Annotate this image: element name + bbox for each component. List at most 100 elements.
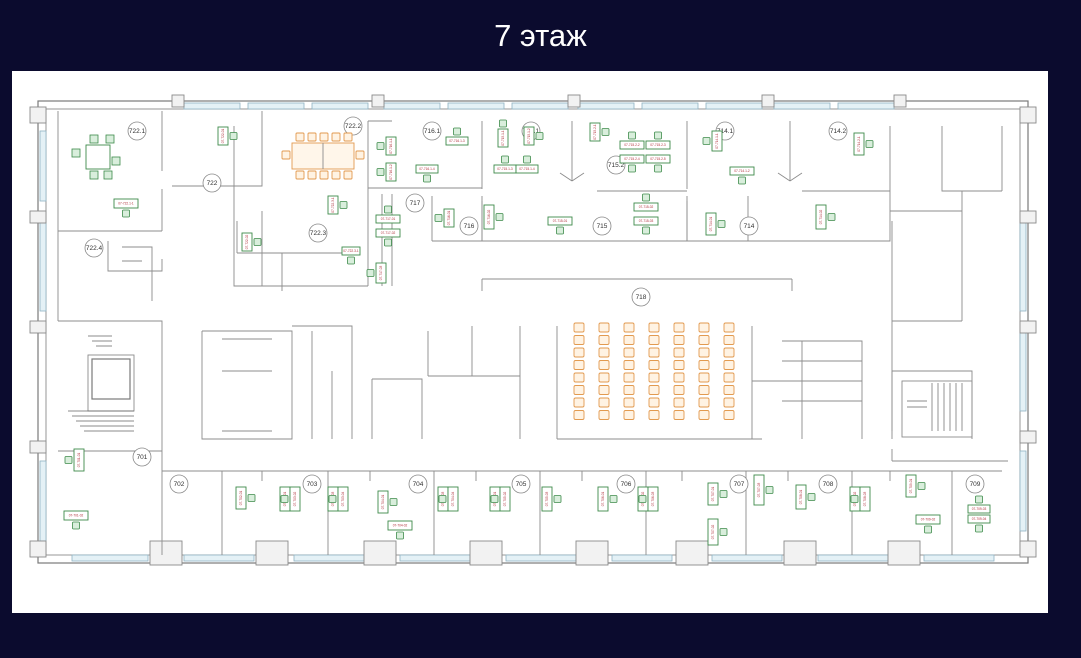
- workstation-07-722.3-1[interactable]: 07-722.3-1: [341, 246, 361, 265]
- workstation-07-714-01[interactable]: 07-714-01: [705, 212, 726, 236]
- desk[interactable]: [633, 216, 659, 226]
- workstation-07-717-02[interactable]: 07-717-02: [375, 228, 401, 247]
- desk[interactable]: [499, 486, 511, 512]
- desk[interactable]: [385, 136, 397, 156]
- desk[interactable]: [619, 140, 645, 150]
- desk[interactable]: [289, 486, 301, 512]
- workstation-07-702-01[interactable]: 07-702-01: [235, 486, 256, 510]
- desk[interactable]: [415, 164, 439, 174]
- workstation-07-717-01[interactable]: 07-717-01: [375, 205, 401, 224]
- desk[interactable]: [647, 486, 659, 512]
- workstation-07-707-02[interactable]: 07-707-02: [707, 518, 728, 546]
- desk[interactable]: [915, 514, 941, 525]
- desk[interactable]: [711, 130, 723, 152]
- desk[interactable]: [445, 136, 469, 146]
- workstation-07-704-04[interactable]: 07-704-04: [438, 486, 459, 512]
- workstation-07-701-01[interactable]: 07-701-01: [64, 448, 85, 472]
- workstation-07-715.2-4[interactable]: 07-715.2-4: [619, 154, 645, 173]
- desk[interactable]: [63, 510, 89, 521]
- workstation-07-716.1-4[interactable]: 07-716.1-4: [415, 164, 439, 183]
- desk[interactable]: [597, 486, 609, 512]
- workstation-07-714.1-1[interactable]: 07-714.1-1: [702, 130, 723, 152]
- desk[interactable]: [645, 154, 671, 164]
- desk[interactable]: [375, 214, 401, 224]
- workstation-07-722-01[interactable]: 07-722-01: [217, 126, 238, 146]
- workstation-07-722.3-1[interactable]: 07-722.3-1: [327, 195, 348, 215]
- desk[interactable]: [375, 228, 401, 238]
- desk[interactable]: [497, 128, 509, 148]
- workstation-07-716-01[interactable]: 07-716-01: [434, 208, 455, 228]
- desk[interactable]: [619, 154, 645, 164]
- workstation-07-715.2-1[interactable]: 07-715.2-1: [589, 122, 610, 142]
- workstation-07-714-02[interactable]: 07-714-02: [815, 204, 836, 230]
- desk[interactable]: [443, 208, 455, 228]
- desk[interactable]: [547, 216, 573, 226]
- workstation-07-715.1-1[interactable]: 07-715.1-1: [497, 119, 509, 148]
- workstation-07-715-02[interactable]: 07-715-02: [633, 193, 659, 212]
- workstation-07-716.1-1[interactable]: 07-716.1-1: [376, 136, 397, 156]
- workstation-07-714.1-2[interactable]: 07-714.1-2: [729, 166, 755, 185]
- workstation-07-715.1-2[interactable]: 07-715.1-2: [523, 126, 544, 146]
- workstation-07-705-02[interactable]: 07-705-02: [490, 486, 511, 512]
- workstation-07-715.1-4[interactable]: 07-715.1-4: [515, 155, 539, 174]
- workstation-07-722.1-1[interactable]: 07-722.1-1: [113, 198, 139, 218]
- workstation-07-715-03[interactable]: 07-715-03: [633, 216, 659, 235]
- workstation-07-715.2-5[interactable]: 07-715.2-5: [645, 154, 671, 173]
- desk[interactable]: [113, 198, 139, 209]
- desk[interactable]: [375, 262, 387, 284]
- desk[interactable]: [905, 474, 917, 498]
- workstation-07-716.1-2[interactable]: 07-716.1-2: [376, 162, 397, 182]
- workstation-07-701-02[interactable]: 07-701-02: [63, 510, 89, 530]
- desk[interactable]: [447, 486, 459, 512]
- workstation-07-706-01[interactable]: 07-706-01: [597, 486, 618, 512]
- workstation-07-703-04[interactable]: 07-703-04: [328, 486, 349, 512]
- workstation-07-722-02[interactable]: 07-722-02: [241, 232, 262, 252]
- desk[interactable]: [633, 202, 659, 212]
- workstation-07-715-01[interactable]: 07-715-01: [547, 216, 573, 235]
- desk[interactable]: [327, 195, 339, 215]
- desk[interactable]: [853, 132, 865, 156]
- desk[interactable]: [241, 232, 253, 252]
- desk[interactable]: [523, 126, 535, 146]
- workstation-07-705-03[interactable]: 07-705-03: [541, 486, 562, 512]
- desk[interactable]: [815, 204, 827, 230]
- desk[interactable]: [859, 486, 871, 512]
- workstation-07-709-04[interactable]: 07-709-04: [967, 514, 991, 533]
- desk[interactable]: [235, 486, 247, 510]
- desk[interactable]: [753, 474, 765, 506]
- workstation-07-708-03[interactable]: 07-708-03: [850, 486, 871, 512]
- desk[interactable]: [483, 204, 495, 230]
- workstation-07-706-03[interactable]: 07-706-03: [638, 486, 659, 512]
- desk[interactable]: [589, 122, 601, 142]
- workstation-07-715.1-3[interactable]: 07-715.1-3: [493, 155, 517, 174]
- workstation-07-708-01[interactable]: 07-708-01: [795, 484, 816, 510]
- desk[interactable]: [795, 484, 807, 510]
- desk[interactable]: [337, 486, 349, 512]
- desk[interactable]: [967, 514, 991, 524]
- workstation-07-716-02[interactable]: 07-716-02: [483, 204, 504, 230]
- desk[interactable]: [967, 504, 991, 514]
- desk[interactable]: [541, 486, 553, 512]
- desk[interactable]: [377, 490, 389, 514]
- desk[interactable]: [705, 212, 717, 236]
- workstation-07-715.2-3[interactable]: 07-715.2-3: [645, 131, 671, 150]
- workstation-07-709-02[interactable]: 07-709-02: [915, 514, 941, 534]
- workstation-07-716.1-3[interactable]: 07-716.1-3: [445, 127, 469, 146]
- workstation-07-717-03[interactable]: 07-717-03: [366, 262, 387, 284]
- desk[interactable]: [729, 166, 755, 176]
- desk[interactable]: [73, 448, 85, 472]
- workstation-07-704-02[interactable]: 07-704-02: [387, 520, 413, 540]
- workstation-07-707-03[interactable]: 07-707-03: [753, 474, 774, 506]
- desk[interactable]: [707, 482, 719, 506]
- workstation-07-715.2-2[interactable]: 07-715.2-2: [619, 131, 645, 150]
- workstation-07-703-02[interactable]: 07-703-02: [280, 486, 301, 512]
- workstation-07-709-03[interactable]: 07-709-03: [967, 495, 991, 514]
- desk[interactable]: [707, 518, 719, 546]
- workstation-07-707-01[interactable]: 07-707-01: [707, 482, 728, 506]
- workstation-07-704-01[interactable]: 07-704-01: [377, 490, 398, 514]
- workstation-07-714.2-1[interactable]: 07-714.2-1: [853, 132, 874, 156]
- desk[interactable]: [645, 140, 671, 150]
- desk[interactable]: [515, 164, 539, 174]
- desk[interactable]: [341, 246, 361, 256]
- workstation-07-709-01[interactable]: 07-709-01: [905, 474, 926, 498]
